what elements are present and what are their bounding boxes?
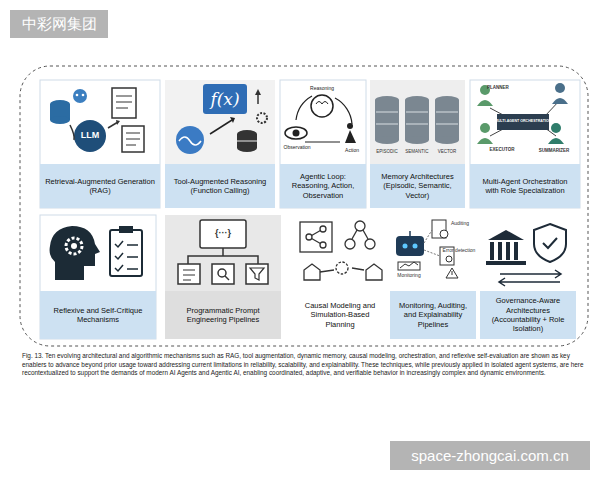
icon-label: EPISODIC [376,150,398,155]
watermark: 中彩网集团 [22,16,97,33]
label-band: Causal Modeling and Simulation-Based Pla… [295,291,385,339]
icon-label: PLANNER [487,86,509,91]
rag-icon [50,88,144,152]
mechanism-card: Reflexive and Self-Critique Mechanisms [40,215,156,339]
card-label: Governance-Aware Architectures (Accounta… [485,296,571,334]
card-label: Programmatic Prompt Engineering Pipeline… [170,306,276,325]
icon-label: f(x) [210,90,239,109]
icon-label: Observation [284,145,311,151]
card-label: Retrieval-Augmented Generation (RAG) [45,177,155,196]
card-label: Monitoring, Auditing, and Explainability… [395,301,471,329]
watermark-box [10,10,108,38]
mechanism-card: Governance-Aware Architectures (Accounta… [480,215,576,339]
mechanism-card: Causal Modeling and Simulation-Based Pla… [295,215,385,339]
card-label: Tool-Augmented Reasoning (Function Calli… [170,177,270,196]
label-band: Programmatic Prompt Engineering Pipeline… [165,291,281,339]
label-band: Multi-Agent Orchestration with Role Spec… [470,164,580,208]
icon-label: MULTI-AGENT ORCHESTRATION [495,120,552,124]
mechanism-card: Retrieval-Augmented Generation (RAG) [40,80,160,208]
mechanism-card: Agentic Loop: Reasoning, Action, Observa… [280,80,366,208]
governance-icon [486,224,566,286]
reflexive-icon [50,226,142,280]
icon-label: VECTOR [438,150,457,155]
tool-icon [176,84,267,154]
multi-agent-icon [477,83,568,144]
icon-label: LLM [81,131,100,141]
card-label: Causal Modeling and Simulation-Based Pla… [300,301,380,329]
icon-label: SUMMARIZER [539,149,570,154]
card-label: Multi-Agent Orchestration with Role Spec… [475,177,575,196]
icon-label: EXECUTOR [490,148,515,153]
loop-icon [285,95,356,143]
label-band: Retrieval-Augmented Generation (RAG) [40,164,160,208]
icon-label: Reasoning [310,86,334,92]
icon-label: SEMANTIC [405,150,428,155]
mechanism-card: Multi-Agent Orchestration with Role Spec… [470,80,580,208]
label-band: Agentic Loop: Reasoning, Action, Observa… [280,164,366,208]
watermark-box [390,441,590,470]
card-label: Reflexive and Self-Critique Mechanisms [45,306,151,325]
icon-label: Error detection [443,248,476,254]
dashed-frame [20,66,588,346]
label-band: Memory Architectures (Episodic, Semantic… [370,164,465,208]
icon-label: Auditing [451,221,469,227]
mechanism-card: Memory Architectures (Episodic, Semantic… [370,80,465,208]
icon-label: Action [345,148,359,154]
watermark: space-zhongcai.com.cn [411,448,569,465]
label-band: Governance-Aware Architectures (Accounta… [480,291,576,339]
label-band: Monitoring, Auditing, and Explainability… [390,291,476,339]
icon-label: {···} [215,229,231,239]
causal-icon [300,221,382,280]
card-label: Memory Architectures (Episodic, Semantic… [375,172,460,200]
memory-icon [375,96,459,144]
label-band: Reflexive and Self-Critique Mechanisms [40,291,156,339]
card-label: Agentic Loop: Reasoning, Action, Observa… [285,172,361,200]
icon-label: Monitoring [397,273,420,279]
label-band: Tool-Augmented Reasoning (Function Calli… [165,164,275,208]
figure-caption: Fig. 13. Ten evolving architectural and … [22,352,584,378]
card-backgrounds [40,80,580,339]
prompt-icon [178,220,268,284]
